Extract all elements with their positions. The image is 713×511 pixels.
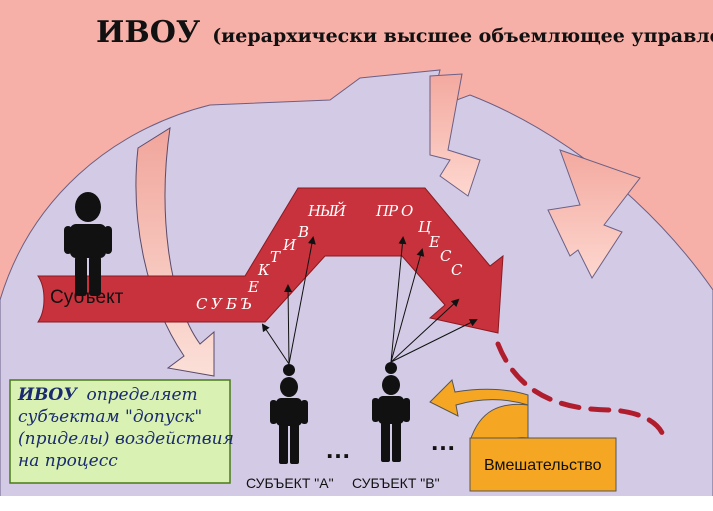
note-text: ИВОУ определяет субъектам "допуск" (прид… [17,385,239,471]
process-letter: С [451,261,463,279]
note-line-4: на процесс [18,451,118,471]
note-line-2: субъектам "допуск" [18,407,202,427]
process-letter: С [440,247,452,265]
process-letter: Т [270,248,281,266]
process-letter: У [211,295,223,313]
lightning-bolt-2 [547,149,641,280]
process-letter: Ъ [240,295,252,313]
intervention-label: Вмешательство [484,457,602,474]
subject-b-label: СУБЪЕКТ "В" [352,475,440,491]
process-letter: Н [307,202,322,220]
subject-label: Субъект [50,287,124,308]
process-letter: П [375,202,390,220]
process-letter: Й [332,201,347,220]
influence-arrows-a [261,236,316,365]
intervention-box [469,437,617,492]
process-letter: Ц [418,218,432,236]
title-expansion: (иерархически высшее объемлющее управлен… [212,25,713,47]
process-letter: К [257,261,270,279]
subject-b-figure [372,362,410,462]
process-arrow [37,187,504,334]
note-line-3: (приделы) воздействия [18,429,234,449]
process-letter: Е [428,233,440,251]
process-letter: И [282,236,297,254]
process-letter: Е [247,278,259,296]
note-line-1: определяет [86,385,197,405]
control-curve-arrow [135,127,215,377]
ellipsis-between: … [325,434,351,464]
title-abbr: ИВОУ [96,15,201,50]
lightning-bolt-1 [429,73,481,197]
process-letter: Ы [319,202,335,220]
intervention-arrowhead [429,379,529,417]
subject-a-label: СУБЪЕКТ "А" [246,475,334,491]
influence-arrows-b [390,236,478,363]
dashed-boundary-arc [495,341,667,441]
bottom-white [0,496,713,511]
ellipsis-after: … [430,426,456,456]
process-letter: Р [387,202,399,220]
subject-figure [64,192,112,296]
process-letter: Б [225,295,237,313]
process-letter: С [196,295,208,313]
note-box [9,379,231,484]
title: ИВОУ (иерархически высшее объемлющее упр… [96,15,713,50]
process-letter: О [401,202,413,220]
note-bold: ИВОУ [17,385,78,405]
process-letter: В [297,223,309,241]
subject-a-figure [270,364,308,464]
